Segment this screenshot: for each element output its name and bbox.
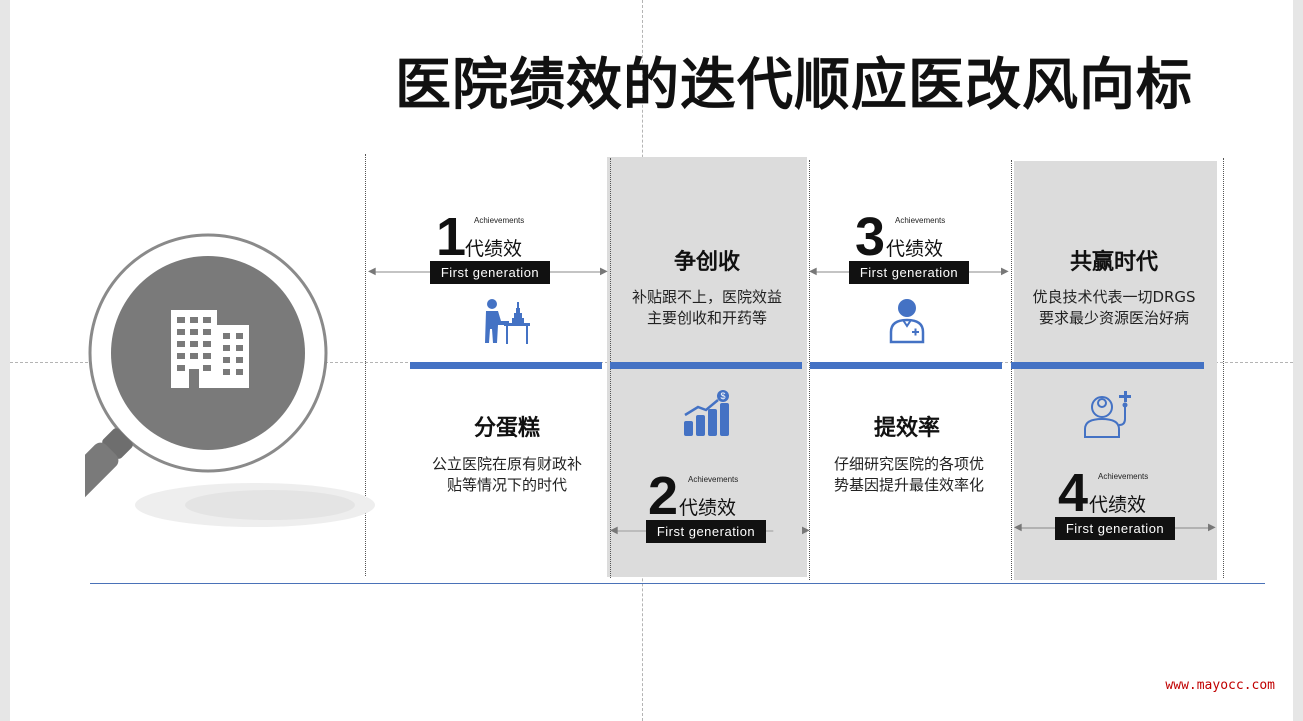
generation-label: First generation xyxy=(1055,517,1175,540)
worker-desk-icon xyxy=(485,299,530,344)
description-line: 优良技术代表一切DRGS xyxy=(1032,288,1196,306)
hospital-building-icon xyxy=(171,310,249,388)
generation-heading: 提效率 xyxy=(873,416,940,441)
timeline-segment xyxy=(410,362,602,369)
timeline-segment xyxy=(1011,362,1204,369)
column-divider xyxy=(1223,158,1224,578)
arrow-left-icon: ◀ xyxy=(368,266,376,277)
description-line: 主要创收和开药等 xyxy=(646,309,767,327)
svg-text:$: $ xyxy=(720,391,725,401)
generation-number: 3 xyxy=(855,207,886,267)
achievements-label: Achievements xyxy=(895,216,946,225)
generation-heading: 争创收 xyxy=(673,250,740,275)
generation-number: 1 xyxy=(436,207,467,267)
achievements-label: Achievements xyxy=(1098,472,1149,481)
generation-label: First generation xyxy=(849,261,969,284)
generation-description: 优良技术代表一切DRGS 要求最少资源医治好病 xyxy=(1014,287,1214,329)
arrow-left-icon: ◀ xyxy=(1014,522,1022,533)
description-line: 势基因提升最佳效率化 xyxy=(833,476,984,494)
generation-number: 2 xyxy=(648,466,679,526)
arrow-right-icon: ▶ xyxy=(802,525,810,536)
doctor-icon xyxy=(889,299,925,344)
description-line: 要求最少资源医治好病 xyxy=(1038,309,1189,327)
generation-unit: 代绩效 xyxy=(679,497,737,519)
generation-badge-4: ◀ ▶ 4 Achievements 代绩效 First generation xyxy=(1014,466,1217,546)
generation-label: First generation xyxy=(646,520,766,543)
generation-description: 公立医院在原有财政补 贴等情况下的时代 xyxy=(407,454,607,496)
gray-panel-4 xyxy=(1014,161,1217,580)
generation-number: 4 xyxy=(1058,463,1089,523)
slide: 医院绩效的迭代顺应医改风向标 xyxy=(10,0,1293,721)
generation-badge-3: ◀ ▶ 3 Achievements 代绩效 First generation xyxy=(809,210,1009,290)
arrow-left-icon: ◀ xyxy=(610,525,618,536)
timeline-segment xyxy=(610,362,802,369)
base-line xyxy=(90,583,1265,584)
description-line: 补贴跟不上，医院效益 xyxy=(631,288,782,306)
generation-description: 补贴跟不上，医院效益 主要创收和开药等 xyxy=(607,287,807,329)
arrow-left-icon: ◀ xyxy=(809,266,817,277)
growth-chart-icon: $ xyxy=(684,390,729,436)
arrow-right-icon: ▶ xyxy=(1208,522,1216,533)
description-line: 公立医院在原有财政补 xyxy=(431,455,582,473)
generation-badge-2: ◀ ▶ 2 Achievements 代绩效 First generation xyxy=(610,469,850,549)
achievements-label: Achievements xyxy=(474,216,525,225)
generation-label: First generation xyxy=(430,261,550,284)
column-divider xyxy=(1011,160,1012,580)
generation-badge-1: ◀ ▶ 1 Achievements 代绩效 First generation xyxy=(368,210,608,290)
watermark: www.mayocc.com xyxy=(1165,678,1275,693)
generation-unit: 代绩效 xyxy=(1089,494,1147,516)
generation-unit: 代绩效 xyxy=(886,238,944,260)
generation-unit: 代绩效 xyxy=(465,238,523,260)
achievements-label: Achievements xyxy=(688,475,739,484)
arrow-right-icon: ▶ xyxy=(1001,266,1009,277)
generation-heading: 共赢时代 xyxy=(1069,250,1158,275)
medical-staff-icon xyxy=(1084,391,1131,438)
description-line: 仔细研究医院的各项优 xyxy=(833,455,984,473)
description-line: 贴等情况下的时代 xyxy=(446,476,567,494)
timeline-segment xyxy=(810,362,1002,369)
arrow-right-icon: ▶ xyxy=(600,266,608,277)
column-divider xyxy=(365,154,366,576)
magnifier-icon xyxy=(85,233,375,528)
page-title: 医院绩效的迭代顺应医改风向标 xyxy=(395,53,1193,118)
generation-heading: 分蛋糕 xyxy=(473,416,540,441)
column-divider xyxy=(809,160,810,580)
generation-description: 仔细研究医院的各项优 势基因提升最佳效率化 xyxy=(809,454,1009,496)
